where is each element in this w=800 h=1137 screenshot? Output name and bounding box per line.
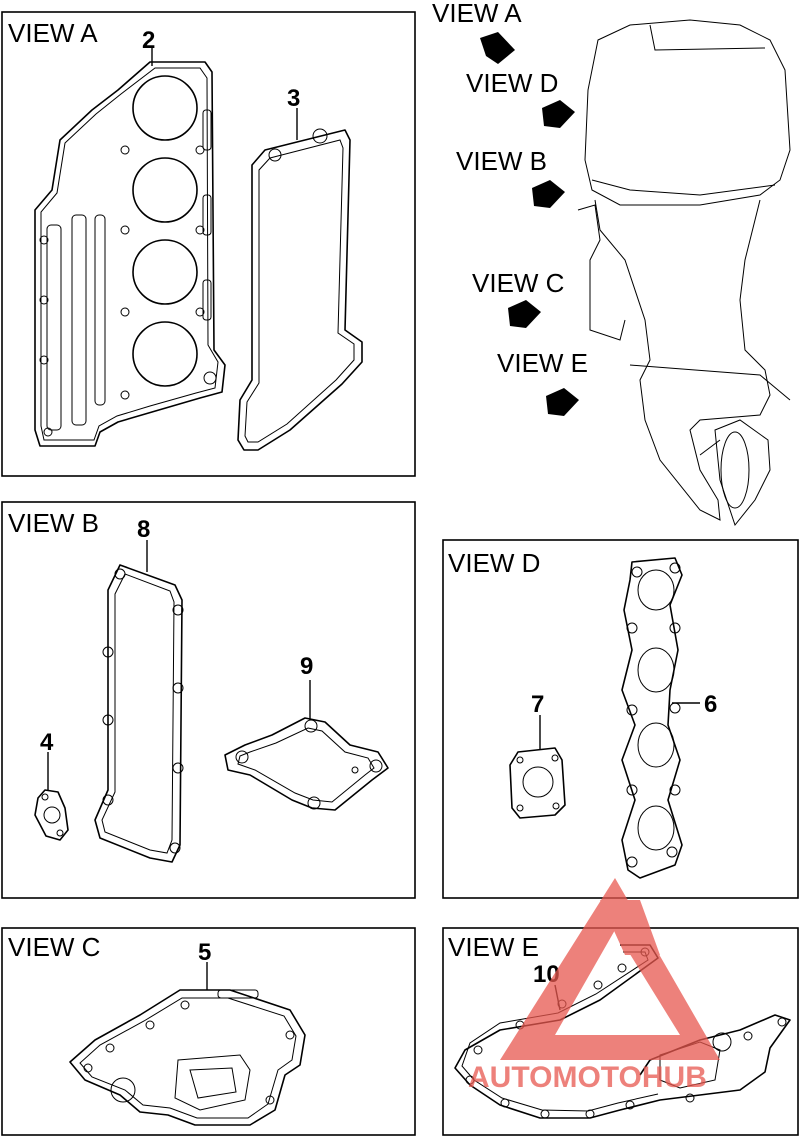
cylinder-head-gasket (34, 48, 226, 447)
part-number-2: 2 (142, 27, 155, 54)
part-number-9: 9 (300, 653, 313, 680)
part-number-5: 5 (198, 939, 211, 966)
callout-view-e: VIEW E (497, 348, 588, 378)
part-number-4: 4 (40, 729, 54, 756)
housing-gasket (224, 680, 389, 811)
panel-view-d: VIEW D 6 (442, 539, 799, 899)
view-a-title: VIEW A (8, 18, 98, 48)
automotohub-watermark: AUTOMOTOHUB (468, 878, 720, 1094)
panel-view-c: VIEW C 5 (1, 927, 416, 1136)
callout-view-c: VIEW C (472, 268, 564, 298)
arrow-view-e (546, 388, 579, 416)
view-e-title: VIEW E (448, 932, 539, 962)
callout-view-b: VIEW B (456, 146, 547, 176)
callout-view-d: VIEW D (466, 68, 558, 98)
part-number-3: 3 (287, 85, 300, 112)
base-gasket (69, 962, 306, 1126)
panel-view-a: VIEW A (1, 11, 416, 477)
watermark-triangle-logo (500, 878, 720, 1060)
watermark-logo-stroke (600, 900, 660, 955)
arrow-view-b (532, 180, 565, 208)
arrow-view-c (508, 300, 541, 328)
panel-view-e: VIEW E 10 (442, 927, 799, 1136)
manifold-gasket (621, 557, 700, 879)
watermark-text: AUTOMOTOHUB (468, 1061, 707, 1094)
view-callouts: VIEW A VIEW D VIEW B VIEW C VIEW E (432, 0, 588, 416)
view-d-title: VIEW D (448, 548, 540, 578)
callout-view-a: VIEW A (432, 0, 522, 28)
outboard-engine-illustration (577, 19, 791, 527)
cover-gasket (237, 108, 363, 451)
part-number-6: 6 (704, 691, 717, 718)
arrow-view-a (480, 32, 515, 64)
small-gasket (34, 752, 69, 841)
part-number-8: 8 (137, 516, 150, 543)
panel-view-b: VIEW B 8 4 (1, 501, 416, 899)
square-gasket (509, 715, 566, 819)
view-c-title: VIEW C (8, 932, 100, 962)
view-b-title: VIEW B (8, 508, 99, 538)
arrow-view-d (542, 100, 575, 128)
long-gasket (94, 540, 184, 863)
part-number-7: 7 (531, 691, 544, 718)
